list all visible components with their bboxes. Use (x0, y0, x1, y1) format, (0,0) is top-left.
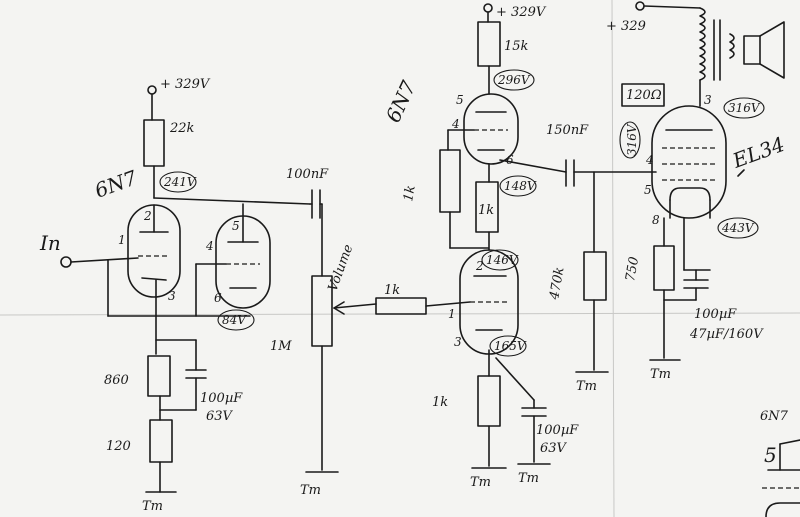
label-volume: Volume (326, 242, 357, 293)
input-jack (60, 256, 72, 268)
ground-labels: Tm Tm Tm Tm Tm Tm (142, 367, 671, 514)
speaker-body (743, 35, 761, 65)
resistor-750 (653, 245, 675, 291)
resistor-15k (477, 21, 501, 67)
label-c-100uf-right: 100µF (694, 307, 737, 322)
label-r-1k-cathode: 1k (432, 395, 448, 410)
pin-1-left: 1 (118, 233, 126, 247)
label-r-470k: 470k (547, 266, 568, 302)
pin-1-mid: 1 (448, 307, 456, 321)
label-c-150nf: 150nF (546, 123, 589, 138)
ground-label-mid: Tm (470, 475, 491, 490)
resistor-1k-mid (475, 181, 499, 233)
label-v-mid-cathode: 165V (494, 339, 527, 353)
label-r-1k-grid: 1k (401, 184, 419, 203)
pin-5-mid: 5 (456, 93, 464, 107)
pin-3-mid: 3 (454, 335, 462, 349)
label-c-100nf-top: 100nF (286, 167, 329, 182)
pin-4-el34: 4 (645, 153, 654, 167)
label-v-el34-cathode: 443V (721, 221, 755, 235)
label-c-100uf-left-v: 63V (206, 409, 234, 424)
supply-terminal-middle (483, 3, 493, 13)
output-stage (621, 1, 785, 361)
label-c-47uf: 47µF/160V (689, 327, 764, 342)
pin-5-left: 5 (232, 219, 240, 233)
tube-el34 (651, 105, 727, 219)
label-tube-el34: EL34 (729, 132, 788, 173)
label-v-el34-anode: 316V (728, 101, 761, 115)
ground-label-volume: Tm (300, 483, 321, 498)
label-tube-middle: 6N7 (381, 77, 421, 126)
ground-label-left: Tm (142, 499, 163, 514)
speaker-cone (759, 21, 785, 79)
resistor-860 (147, 355, 171, 397)
pin-5-corner: 5 (764, 443, 777, 467)
ground-label-mid-right: Tm (576, 379, 597, 394)
pin-numbers: 1 2 3 4 5 6 5 4 6 2 1 3 3 4 5 8 5 (118, 93, 777, 467)
ground-label-mid-cap: Tm (518, 471, 539, 486)
label-r-15k: 15k (504, 39, 529, 54)
label-v-left-anode: 241V (163, 175, 197, 189)
supply-terminal-left (147, 85, 157, 95)
pin-2-mid: 2 (475, 259, 484, 273)
label-supply-left: + 329V (160, 77, 211, 92)
label-corner-tube: 6N7 (760, 409, 789, 424)
pin-3-el34: 3 (704, 93, 712, 107)
resistor-1k-series (375, 297, 427, 315)
label-input: In (39, 231, 61, 255)
resistor-470k (583, 251, 607, 301)
label-supply-right: + 329 (606, 19, 646, 34)
label-r-750: 750 (623, 256, 642, 283)
output-transformer-secondary (729, 33, 735, 59)
label-c-100uf-mid: 100µF (536, 423, 579, 438)
label-c-100uf-mid-v: 63V (540, 441, 568, 456)
label-r-1k-series: 1k (384, 283, 400, 298)
label-supply-middle: + 329V (496, 5, 547, 20)
pin-2-left: 2 (143, 209, 152, 223)
resistor-1k-grid (439, 149, 461, 213)
label-v-mid-g: 146V (486, 253, 519, 267)
label-v-el34-screen: 316V (625, 123, 639, 156)
pin-6-mid: 6 (506, 153, 514, 167)
middle-stage (439, 3, 657, 469)
label-r-120-screen: 120Ω (626, 88, 662, 103)
label-r-22k: 22k (169, 121, 195, 136)
label-tube-left: 6N7 (92, 165, 141, 202)
supply-terminal-right (635, 1, 645, 11)
label-v-left-cathode: 84V (222, 313, 247, 327)
label-r-1M: 1M (270, 339, 292, 354)
tube-middle-triode-a (463, 93, 519, 165)
label-r-120: 120 (106, 439, 131, 454)
pin-3-left: 3 (168, 289, 176, 303)
pin-6-left: 6 (214, 291, 222, 305)
pin-4-left: 4 (205, 239, 214, 253)
pin-8-el34: 8 (652, 213, 660, 227)
label-c-100uf-left: 100µF (200, 391, 243, 406)
resistor-22k (143, 119, 165, 167)
corner-note (762, 439, 800, 517)
voltage-marks: 241V 84V 296V 148V 146V 165V 316V 316V 4… (159, 69, 765, 357)
resistor-1k-cathode (477, 375, 501, 427)
label-v-mid-anode: 296V (497, 73, 531, 87)
pin-5-el34: 5 (644, 183, 652, 197)
paper-fold-vertical (611, 0, 615, 517)
label-r-860: 860 (104, 373, 129, 388)
ground-label-output: Tm (650, 367, 671, 382)
volume-stage (305, 189, 471, 473)
resistor-120-screen (621, 83, 665, 107)
pin-4-mid: 4 (451, 117, 460, 131)
resistor-120 (149, 419, 173, 463)
label-v-mid-k: 148V (504, 179, 537, 193)
left-stage (60, 85, 311, 493)
label-r-1k-mid: 1k (478, 203, 494, 218)
output-transformer-primary (699, 7, 706, 81)
